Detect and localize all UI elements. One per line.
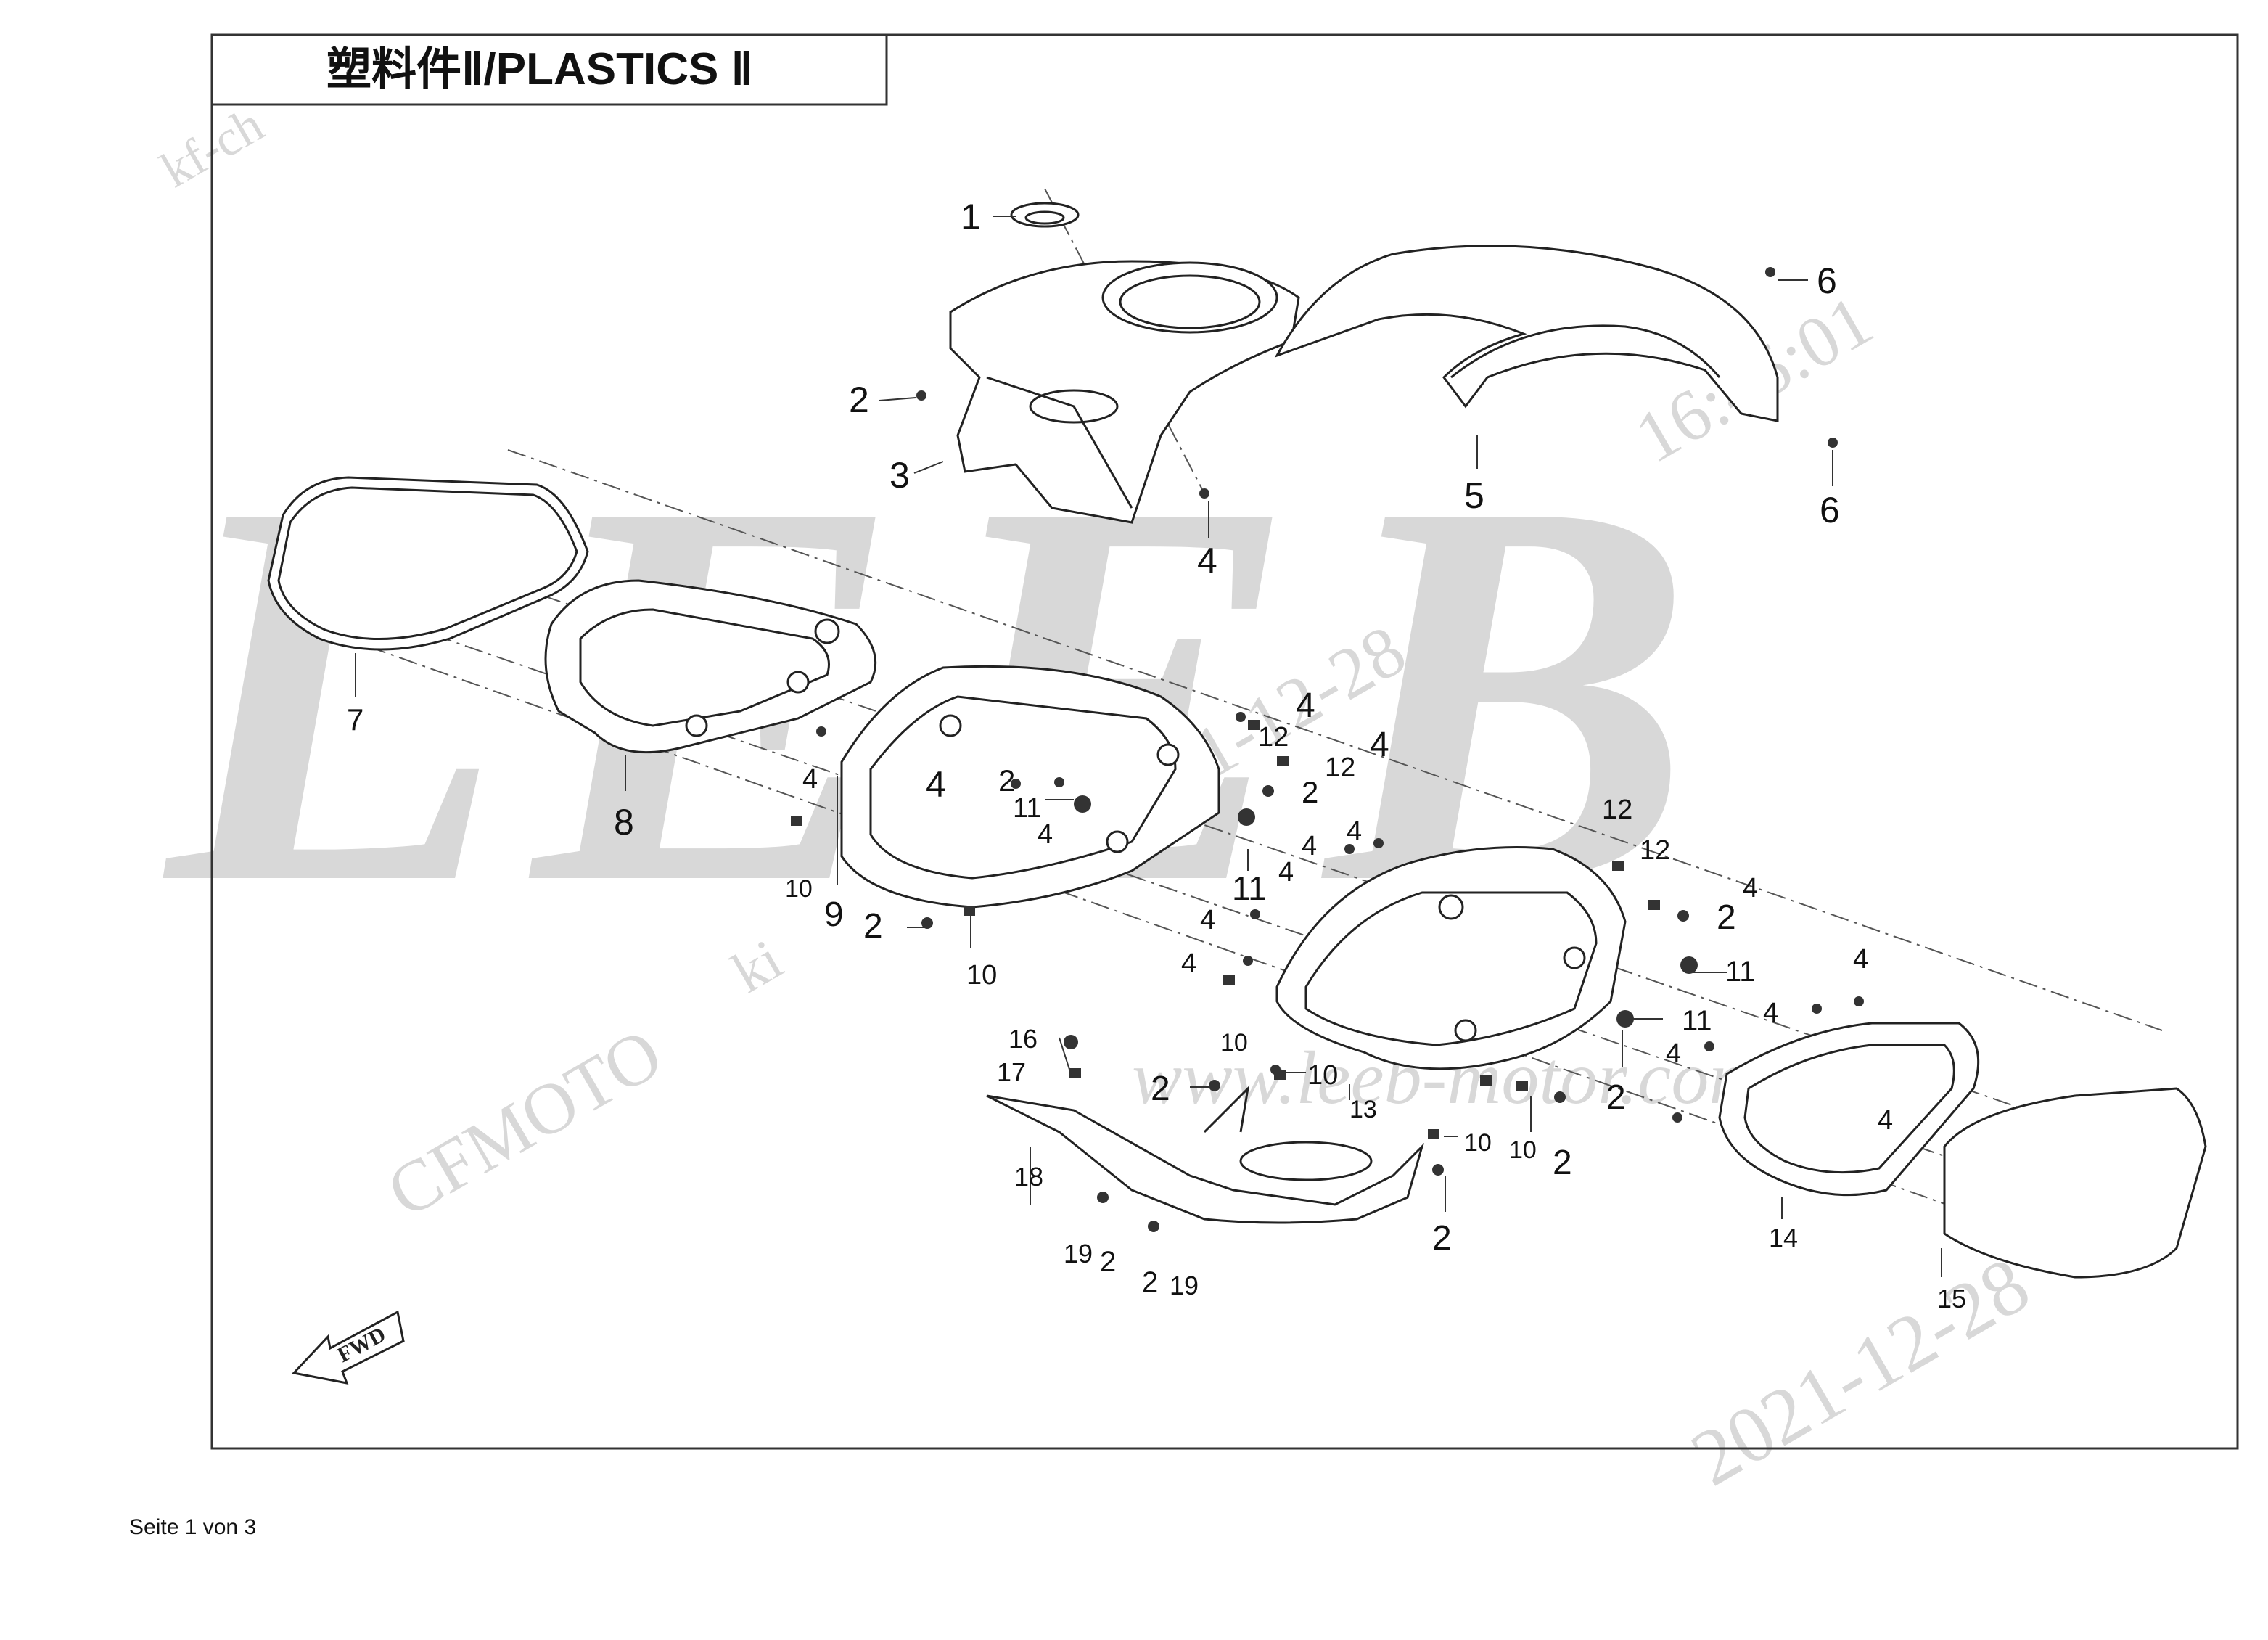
callout: 10 bbox=[785, 875, 813, 903]
page-footer: Seite 1 von 3 bbox=[129, 1515, 257, 1539]
part-lower-bracket bbox=[986, 1085, 1425, 1224]
callout: 4 bbox=[1370, 726, 1389, 764]
callout: 5 bbox=[1464, 475, 1484, 516]
callout: 10 bbox=[1307, 1060, 1338, 1091]
callout: 4 bbox=[1763, 998, 1778, 1028]
callout: 9 bbox=[824, 895, 844, 934]
callout: 2 bbox=[1302, 775, 1318, 809]
callouts: 1 2 3 4 5 6 6 7 8 4 4 2 11 4 4 12 12 4 2… bbox=[347, 197, 1966, 1313]
callout: 2 bbox=[1100, 1246, 1116, 1278]
callout: 4 bbox=[1878, 1105, 1893, 1136]
part-tank-rear-cover bbox=[1274, 245, 1779, 422]
callout: 2 bbox=[1553, 1144, 1572, 1182]
callout: 6 bbox=[1817, 261, 1837, 301]
callout: 4 bbox=[802, 764, 818, 795]
part-tank-front-cover bbox=[949, 260, 1300, 524]
callout: 4 bbox=[1296, 686, 1315, 725]
callout: 2 bbox=[998, 763, 1015, 798]
callout: 10 bbox=[1464, 1129, 1492, 1157]
callout: 1 bbox=[961, 197, 981, 237]
callout: 14 bbox=[1769, 1223, 1798, 1252]
callout: 12 bbox=[1602, 795, 1632, 825]
callout: 4 bbox=[1743, 873, 1758, 903]
callout: 4 bbox=[1302, 831, 1317, 861]
callout: 7 bbox=[347, 702, 363, 737]
callout: 19 bbox=[1064, 1239, 1093, 1268]
callout: 12 bbox=[1640, 835, 1670, 866]
callout: 10 bbox=[966, 960, 997, 991]
callout: 11 bbox=[1682, 1005, 1712, 1037]
callout: 2 bbox=[863, 907, 883, 946]
callout: 4 bbox=[1197, 541, 1217, 581]
watermark-date-2: 2021-12-28 bbox=[1677, 1239, 2044, 1502]
watermark-maker: CFMOTO bbox=[374, 1012, 675, 1233]
part-filler-ring bbox=[1010, 202, 1080, 228]
callout: 4 bbox=[1853, 944, 1868, 975]
part-side-panel-outer bbox=[267, 476, 589, 651]
callout: 4 bbox=[1278, 857, 1294, 887]
callout: 16 bbox=[1008, 1024, 1038, 1054]
callout: 6 bbox=[1820, 490, 1840, 530]
part-right-inner-panel bbox=[1718, 1022, 1980, 1197]
part-right-frame bbox=[1275, 846, 1627, 1070]
title-box bbox=[210, 33, 888, 106]
callout: 12 bbox=[1258, 722, 1289, 753]
callout: 8 bbox=[614, 802, 634, 842]
callout: 19 bbox=[1170, 1271, 1199, 1300]
callout: 11 bbox=[1232, 869, 1267, 907]
callout: 4 bbox=[1181, 948, 1196, 979]
callout: 2 bbox=[1717, 898, 1736, 937]
callout: 4 bbox=[1347, 816, 1362, 847]
callout: 11 bbox=[1013, 793, 1041, 824]
callout: 4 bbox=[1666, 1038, 1681, 1069]
callout: 3 bbox=[889, 455, 910, 496]
callout: 2 bbox=[1606, 1078, 1626, 1117]
page-title: 塑料件Ⅱ/PLASTICS Ⅱ bbox=[326, 44, 753, 94]
callout: 18 bbox=[1014, 1162, 1043, 1192]
fasteners bbox=[791, 267, 1864, 1232]
callout: 11 bbox=[1725, 956, 1756, 988]
fwd-arrow: FWD bbox=[292, 1310, 405, 1385]
callout: 2 bbox=[1142, 1266, 1158, 1298]
leader-lines bbox=[355, 216, 1942, 1277]
callout: 2 bbox=[1432, 1219, 1452, 1258]
callout: 10 bbox=[1220, 1029, 1248, 1057]
callout: 2 bbox=[849, 380, 869, 420]
callout: 17 bbox=[997, 1057, 1026, 1087]
callout: 13 bbox=[1349, 1096, 1377, 1123]
callout: 12 bbox=[1325, 753, 1355, 783]
callout: 4 bbox=[1038, 819, 1053, 850]
part-side-panel-right bbox=[1943, 1087, 2207, 1279]
callout: 4 bbox=[1200, 905, 1215, 935]
callout: 10 bbox=[1509, 1136, 1537, 1164]
part-left-frame bbox=[840, 665, 1220, 909]
part-inner-panel bbox=[544, 579, 877, 754]
callout: 2 bbox=[1151, 1070, 1170, 1108]
callout: 15 bbox=[1937, 1284, 1966, 1313]
callout: 4 bbox=[926, 764, 946, 805]
diagram-frame bbox=[210, 33, 2239, 1450]
